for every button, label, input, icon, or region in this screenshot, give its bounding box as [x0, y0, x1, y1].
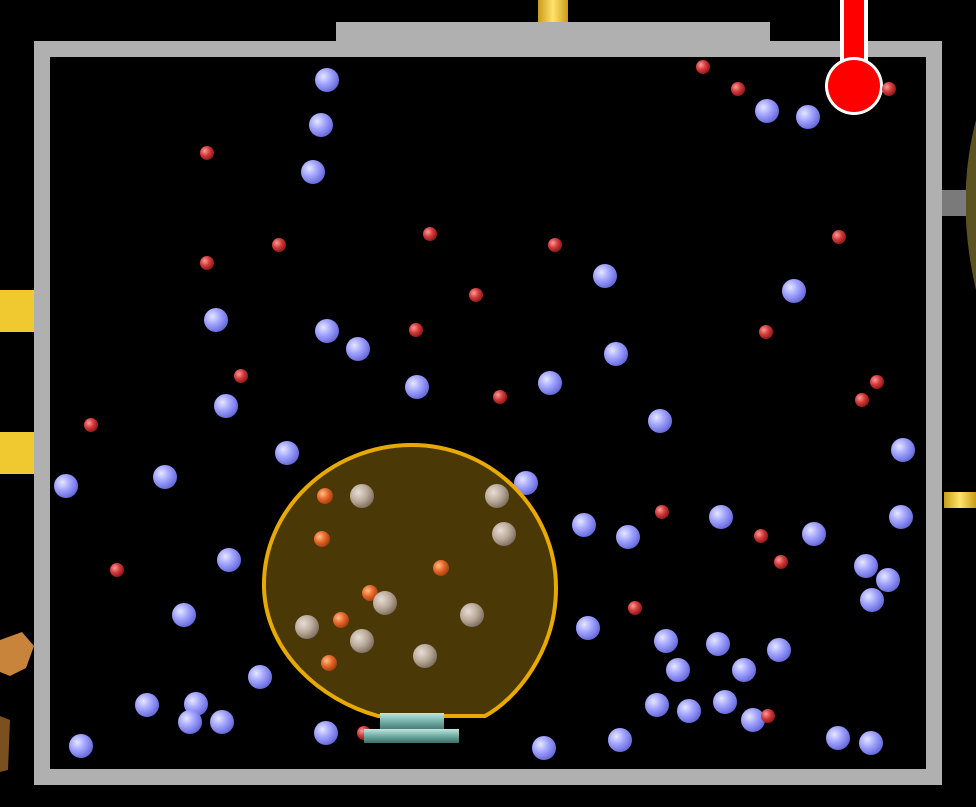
balloon-heavy-particle — [295, 615, 319, 639]
heavy-particle — [301, 160, 325, 184]
light-particle — [759, 325, 773, 339]
light-particle — [234, 369, 248, 383]
heavy-particle — [54, 474, 78, 498]
thermometer — [825, 0, 883, 115]
heavy-particle — [315, 68, 339, 92]
balloon-light-particle — [433, 560, 449, 576]
balloon[interactable] — [264, 445, 556, 716]
light-particle — [493, 390, 507, 404]
heavy-particle — [315, 319, 339, 343]
light-particle — [200, 146, 214, 160]
heavy-particle — [346, 337, 370, 361]
heavy-particle — [709, 505, 733, 529]
heavy-particle — [706, 632, 730, 656]
heavy-particle — [210, 710, 234, 734]
pressure-gauge-edge — [966, 120, 976, 290]
balloon-heavy-particle — [460, 603, 484, 627]
heavy-particle — [666, 658, 690, 682]
light-particle — [832, 230, 846, 244]
heavy-particle — [178, 710, 202, 734]
heavy-particle — [214, 394, 238, 418]
heavy-particle — [314, 721, 338, 745]
balloon-heavy-particle — [350, 629, 374, 653]
heavy-particle — [889, 505, 913, 529]
heavy-particle — [876, 568, 900, 592]
pump-handle-fragment-lower — [0, 716, 10, 772]
heavy-particle — [732, 658, 756, 682]
heavy-particle — [69, 734, 93, 758]
light-particle — [870, 375, 884, 389]
heavy-particle — [796, 105, 820, 129]
light-particle — [754, 529, 768, 543]
heavy-particle — [532, 736, 556, 760]
light-particle — [84, 418, 98, 432]
heavy-particle — [275, 441, 299, 465]
container-lid[interactable] — [336, 22, 770, 44]
balloon-light-particle — [317, 488, 333, 504]
heavy-particle — [741, 708, 765, 732]
heavy-particle — [713, 690, 737, 714]
light-particle — [548, 238, 562, 252]
heavy-particle — [608, 728, 632, 752]
balloon-heavy-particle — [485, 484, 509, 508]
light-particle — [423, 227, 437, 241]
heavy-particle — [405, 375, 429, 399]
light-particle — [855, 393, 869, 407]
heavy-particle — [538, 371, 562, 395]
heavy-particle — [248, 665, 272, 689]
heavy-particle — [891, 438, 915, 462]
heavy-particle — [135, 693, 159, 717]
left-handle-upper[interactable] — [0, 290, 34, 332]
heavy-particle — [217, 548, 241, 572]
heavy-particle — [755, 99, 779, 123]
balloon-light-particle — [321, 655, 337, 671]
light-particle — [200, 256, 214, 270]
light-particle — [882, 82, 896, 96]
balloon-light-particle — [314, 531, 330, 547]
heavy-particle — [572, 513, 596, 537]
light-particle — [409, 323, 423, 337]
heavy-particle — [616, 525, 640, 549]
heavy-particle — [859, 731, 883, 755]
heavy-particle — [645, 693, 669, 717]
balloon-heavy-particle — [492, 522, 516, 546]
light-particle — [469, 288, 483, 302]
top-heat-pipe[interactable] — [538, 0, 568, 24]
heavy-particle — [826, 726, 850, 750]
heavy-particle — [677, 699, 701, 723]
heavy-particle — [153, 465, 177, 489]
left-handle-lower[interactable] — [0, 432, 34, 474]
light-particle — [655, 505, 669, 519]
light-particle — [731, 82, 745, 96]
light-particle — [761, 709, 775, 723]
heavy-particle — [860, 588, 884, 612]
balloon-light-particle — [333, 612, 349, 628]
heavy-particle — [782, 279, 806, 303]
heavy-particle — [172, 603, 196, 627]
heavy-particle — [854, 554, 878, 578]
heavy-particle — [204, 308, 228, 332]
light-particle — [110, 563, 124, 577]
heavy-particle — [802, 522, 826, 546]
balloon-heavy-particle — [373, 591, 397, 615]
heavy-particle — [654, 629, 678, 653]
balloon-heavy-particle — [350, 484, 374, 508]
heavy-particle — [767, 638, 791, 662]
light-particle — [272, 238, 286, 252]
light-particle — [696, 60, 710, 74]
light-particle — [774, 555, 788, 569]
heavy-particle — [648, 409, 672, 433]
heavy-particle — [593, 264, 617, 288]
right-valve-stub[interactable] — [944, 492, 976, 508]
pump-handle-fragment[interactable] — [0, 632, 34, 676]
light-particle — [628, 601, 642, 615]
heavy-particle — [576, 616, 600, 640]
heavy-particle — [309, 113, 333, 137]
balloon-heavy-particle — [413, 644, 437, 668]
heavy-particle — [604, 342, 628, 366]
